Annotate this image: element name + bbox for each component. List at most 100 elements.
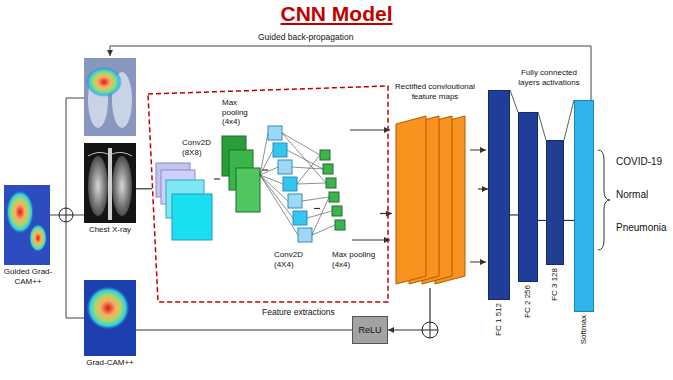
sum-symbol: [59, 208, 73, 222]
heat-spot: [86, 286, 130, 330]
title-box: CNN Model: [0, 2, 673, 26]
feature-square: [278, 160, 292, 174]
label-box: COVID-19: [616, 156, 662, 168]
node-label: Guided Grad-CAM++: [2, 267, 54, 286]
annotation: Feature extractions: [262, 307, 335, 317]
connector: [564, 220, 574, 221]
connector: [314, 208, 320, 209]
feature-square: [293, 211, 307, 225]
label-box: Guided back-propagation: [258, 32, 353, 42]
connector: [136, 188, 152, 189]
label-box: Pneumonia: [616, 222, 667, 234]
node-label: Conv2D (4X4): [274, 250, 314, 269]
node-label: FC 2 256: [523, 285, 533, 318]
node-label: FC 3 128: [550, 268, 560, 301]
sum-symbol: [422, 322, 438, 338]
annotation: Normal: [616, 189, 648, 201]
clavicle: [88, 152, 132, 156]
heatmap-image: [84, 280, 136, 356]
fc-layer: FC 1 512: [488, 90, 510, 336]
sum-symbol: [59, 208, 73, 222]
feature-square: [172, 194, 212, 240]
heat-spot: [86, 67, 122, 97]
spine: [108, 148, 112, 220]
connector: [214, 178, 220, 179]
flow-arrow: [350, 130, 390, 131]
feature-map: [396, 116, 426, 284]
fan-lines: [260, 133, 298, 235]
heat-spot: [29, 224, 47, 252]
flow-arrow: [352, 240, 390, 241]
heat-spot: [6, 190, 34, 234]
node-label: Rectified convloutional feature maps: [392, 82, 478, 101]
connector: [388, 288, 430, 330]
pool-square: [323, 164, 333, 174]
lung-shape: [112, 156, 132, 216]
label-box: Fully connected layers activations: [512, 68, 586, 87]
annotation: Guided back-propagation: [258, 32, 353, 42]
flow-arrow: [470, 262, 486, 263]
pool-square: [320, 150, 330, 160]
connector: [510, 214, 518, 215]
title: CNN Model: [281, 2, 393, 26]
image-node: Chest X-ray: [84, 143, 136, 235]
brace: [598, 150, 610, 250]
pool-square: [236, 168, 260, 212]
pool-square: [335, 220, 345, 230]
image-node: Guided Grad-CAM++: [2, 185, 54, 286]
fc-layer: FC 3 128: [546, 140, 564, 301]
feature-square: [283, 177, 297, 191]
pooling-layer: Max pooling (4x4): [220, 98, 262, 220]
conv-layer: Conv2D (8X8): [152, 138, 214, 250]
label-box: Normal: [616, 189, 648, 201]
relu-box: ReLU: [352, 316, 388, 344]
feature-square: [288, 194, 302, 208]
layer-bar: [546, 140, 564, 265]
layer-bar: [518, 112, 538, 282]
sum-symbol: [422, 322, 438, 338]
node-label: Softmax: [579, 315, 589, 344]
node-label: Max pooling (4x4): [222, 98, 262, 127]
annotation: COVID-19: [616, 156, 662, 168]
feature-maps: Rectified convloutional feature maps: [392, 82, 478, 288]
heatmap-image: [4, 185, 50, 265]
wire: [50, 215, 59, 216]
annotation: Pneumonia: [616, 222, 667, 234]
feature-square: [273, 143, 287, 157]
feature-square: [298, 228, 312, 242]
image-node: Grad-CAM++: [84, 280, 136, 368]
xray-image: [84, 143, 136, 223]
node-label: Conv2D (8X8): [182, 138, 214, 157]
fan-lines: [282, 133, 335, 235]
pool-square: [332, 206, 342, 216]
pool-square: [326, 178, 336, 188]
connector: [380, 213, 392, 214]
node-label: ReLU: [358, 325, 381, 336]
wire: [73, 215, 84, 216]
flow-arrow: [470, 150, 486, 151]
region-outline: [148, 86, 388, 302]
connector: [478, 188, 488, 189]
connector: [538, 220, 546, 221]
pool-square: [329, 192, 339, 202]
node-label: FC 1 512: [494, 303, 504, 336]
node-label: Grad-CAM++: [84, 358, 136, 368]
conv-layer: Conv2D (4X4): [268, 120, 314, 272]
label-box: Feature extractions: [262, 307, 335, 317]
node-label: Chest X-ray: [84, 225, 136, 235]
layer-bar: [488, 90, 510, 300]
pooling-layer: Max pooling (4x4): [320, 145, 380, 282]
feedback-line: [110, 46, 591, 100]
fc-layer: FC 2 256: [518, 112, 538, 318]
wire: [66, 98, 84, 208]
lung-shape: [88, 156, 108, 216]
feature-square: [268, 126, 282, 140]
node-label: Max pooling (4x4): [332, 250, 378, 269]
wire: [66, 222, 84, 318]
connector: [136, 329, 352, 330]
heatmap-image: [84, 58, 136, 136]
layer-bar: [574, 100, 594, 312]
